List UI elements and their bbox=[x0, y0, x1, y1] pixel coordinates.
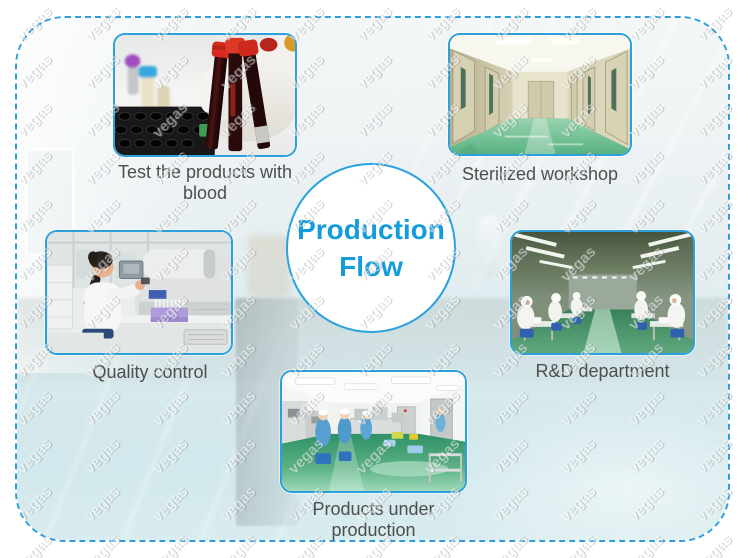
caption-rd-department: R&D department bbox=[535, 361, 670, 381]
caption-sterilized-workshop: Sterilized workshop bbox=[461, 164, 619, 184]
lab-analyst-illustration bbox=[47, 232, 231, 353]
photo-sterilized-workshop bbox=[448, 33, 632, 156]
caption-quality-control: Quality control bbox=[92, 362, 208, 382]
photo-quality-control bbox=[45, 230, 233, 355]
production-flow-title: Production Flow bbox=[297, 214, 445, 282]
corridor-illustration bbox=[450, 35, 630, 154]
rounded-dashed-frame: Test the products with blood Sterilized … bbox=[15, 16, 730, 542]
photo-test-products-with-blood bbox=[113, 33, 297, 157]
photo-rd-department bbox=[510, 230, 695, 355]
production-flow-circle: Production Flow bbox=[286, 163, 456, 333]
caption-products-under-production: Products under production bbox=[312, 499, 435, 540]
background-equipment-blob bbox=[248, 235, 290, 297]
caption-test-products-with-blood: Test the products with blood bbox=[117, 162, 293, 203]
cleanroom-illustration bbox=[512, 232, 693, 353]
background-worker-silhouette bbox=[478, 215, 500, 279]
photo-products-under-production bbox=[280, 370, 467, 493]
blood-tubes-illustration bbox=[115, 35, 295, 155]
production-room-illustration bbox=[282, 372, 465, 491]
